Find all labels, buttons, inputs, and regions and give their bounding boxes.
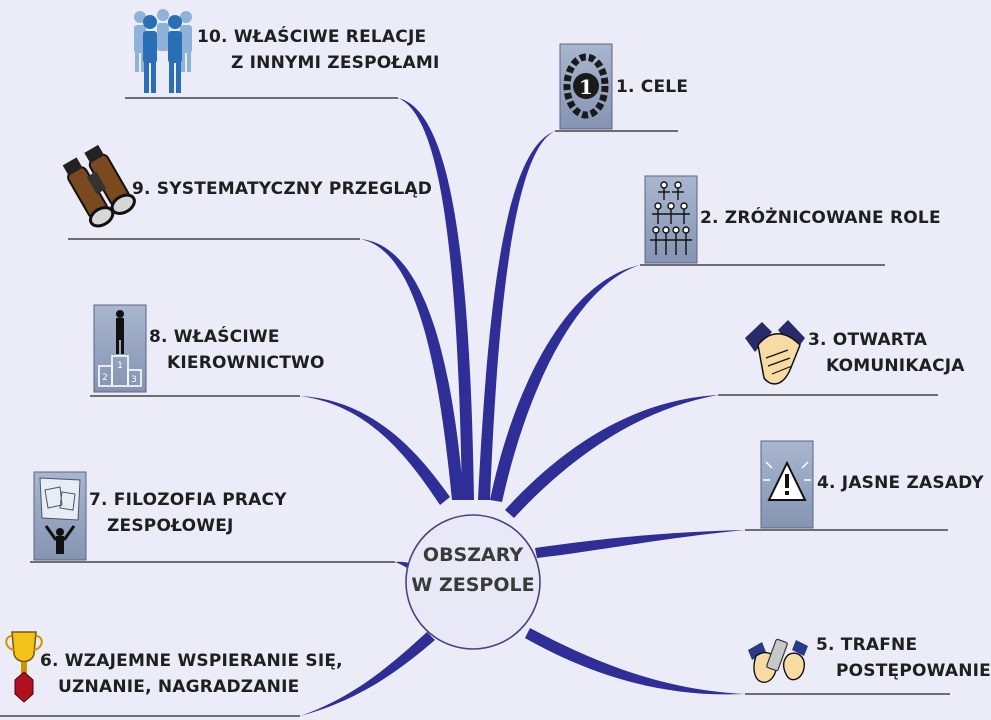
people-group-icon (134, 9, 192, 93)
branch-7-label: 7. FILOZOFIA PRACY ZESPOŁOWEJ (89, 487, 287, 539)
center-line-2: W ZESPOLE (411, 574, 535, 596)
branch-2-line-1: 2. ZRÓŻNICOWANE ROLE (700, 208, 941, 228)
underlines (0, 97, 950, 717)
center-line-1: OBSZARY (422, 544, 524, 566)
center-node (405, 514, 541, 650)
branch-3-line-2: KOMUNIKACJA (826, 356, 965, 376)
branch-8 (300, 396, 450, 505)
branch-10-line-2: Z INNYMI ZESPOŁAMI (231, 53, 440, 73)
laurel-digit: 1 (579, 75, 593, 99)
branch-1-line-1: 1. CELE (616, 77, 689, 97)
branch-5-label: 5. TRAFNE POSTĘPOWANIE (816, 632, 991, 684)
podium-digit-1: 1 (117, 361, 123, 371)
branch-4-line-1: 4. JASNE ZASADY (817, 473, 984, 493)
hands-passing-icon (748, 638, 808, 683)
branch-3 (505, 395, 718, 518)
branch-3-line-1: 3. OTWARTA (808, 330, 928, 350)
human-pyramid-icon (644, 175, 698, 264)
laurel-number-one-icon: 1 (559, 43, 613, 130)
branch-7-line-2: ZESPOŁOWEJ (107, 516, 234, 536)
branch-9 (360, 239, 464, 500)
branch-5-line-2: POSTĘPOWANIE (836, 661, 991, 681)
branch-1-label: 1. CELE (616, 74, 688, 100)
winner-podium-icon: 1 2 3 (93, 304, 147, 393)
branch-4 (535, 530, 745, 558)
center-label: OBSZARY W ZESPOLE (409, 540, 537, 600)
branch-8-label: 8. WŁAŚCIWE KIEROWNICTWO (149, 324, 325, 376)
branch-4-label: 4. JASNE ZASADY (817, 470, 984, 496)
branch-7-line-1: 7. FILOZOFIA PRACY (89, 490, 287, 510)
branch-6-label: 6. WZAJEMNE WSPIERANIE SIĘ, UZNANIE, NAG… (40, 648, 343, 700)
branch-10 (398, 98, 474, 500)
puzzle-person-icon (33, 471, 87, 561)
branch-2 (490, 265, 640, 502)
warning-sign-icon (760, 440, 814, 529)
branch-1 (478, 131, 555, 500)
branches (300, 98, 745, 716)
branch-5-line-1: 5. TRAFNE (816, 635, 918, 655)
branch-6-line-2: UZNANIE, NAGRADZANIE (58, 677, 300, 697)
branch-3-label: 3. OTWARTA KOMUNIKACJA (808, 327, 965, 379)
branch-9-line-1: 9. SYSTEMATYCZNY PRZEGLĄD (132, 179, 433, 199)
trophy-icon (5, 631, 43, 703)
binoculars-icon (62, 144, 136, 228)
branch-8-line-2: KIEROWNICTWO (167, 353, 325, 373)
branch-8-line-1: 8. WŁAŚCIWE (149, 327, 280, 347)
branch-10-label: 10. WŁAŚCIWE RELACJE Z INNYMI ZESPOŁAMI (197, 24, 440, 76)
podium-digit-3: 3 (131, 375, 137, 385)
branch-6-line-1: 6. WZAJEMNE WSPIERANIE SIĘ, (40, 651, 343, 671)
branch-2-label: 2. ZRÓŻNICOWANE ROLE (700, 205, 941, 231)
branch-10-line-1: 10. WŁAŚCIWE RELACJE (197, 27, 427, 47)
branch-5 (525, 628, 745, 695)
branch-6 (300, 632, 435, 716)
branch-9-label: 9. SYSTEMATYCZNY PRZEGLĄD (132, 176, 432, 202)
handshake-icon (745, 320, 805, 385)
podium-digit-2: 2 (102, 373, 108, 383)
mind-map: 1 (0, 9, 950, 717)
